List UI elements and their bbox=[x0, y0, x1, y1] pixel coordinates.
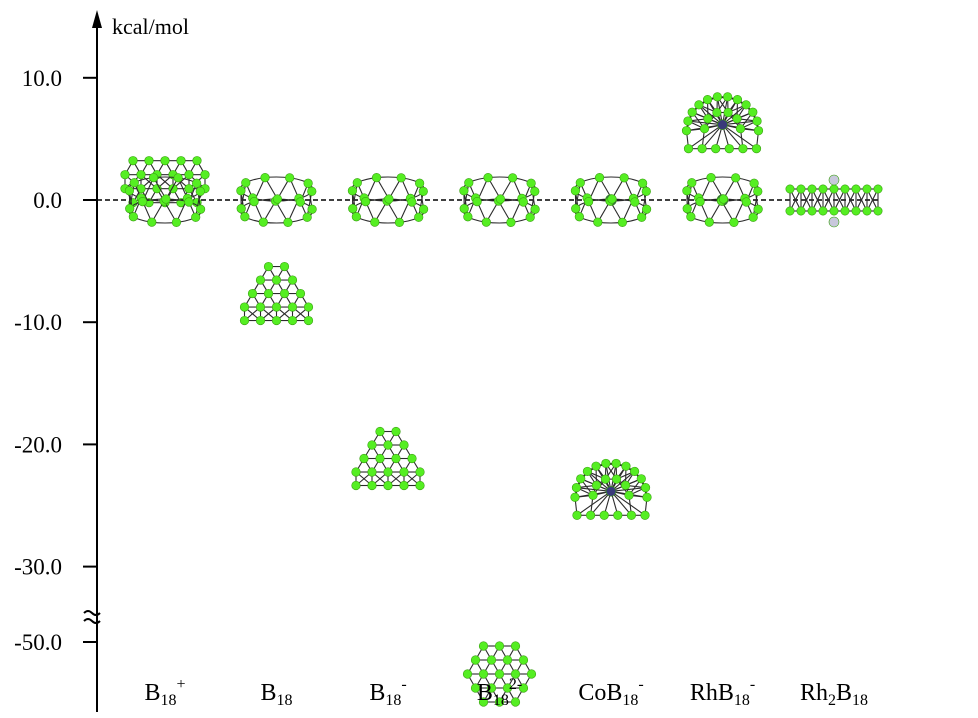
labels-layer: B18+ B18 B18- B182- CoB18- RhB18- Rh2B18 bbox=[144, 676, 868, 709]
category-label: B18- bbox=[369, 676, 406, 709]
data-point-drum bbox=[459, 173, 540, 227]
data-point-drum bbox=[347, 173, 429, 227]
category-label: Rh2B18 bbox=[800, 680, 868, 709]
data-point-planar-disk bbox=[462, 641, 537, 707]
data-point-side-view-dimetal bbox=[785, 174, 883, 228]
axis-layer: kcal/mol 10.0 0.0 -10.0 -20.0 -30.0 -50.0 bbox=[14, 10, 189, 712]
y-tick-label: -20.0 bbox=[14, 432, 62, 457]
data-point-drum-centered bbox=[682, 173, 763, 227]
y-axis-label: kcal/mol bbox=[112, 14, 189, 39]
data-point-planar-triangle bbox=[239, 261, 314, 326]
category-label: B182- bbox=[477, 676, 522, 709]
y-tick-label: 10.0 bbox=[22, 66, 62, 91]
axis-break-icon bbox=[83, 610, 101, 624]
data-point-half-sandwich bbox=[570, 458, 652, 520]
category-label: B18+ bbox=[144, 676, 185, 709]
y-tick-label: 0.0 bbox=[33, 188, 62, 213]
structures-layer bbox=[120, 92, 883, 707]
category-label: CoB18- bbox=[578, 676, 643, 709]
data-point-half-sandwich bbox=[681, 92, 764, 154]
data-point-planar-triangle bbox=[351, 426, 425, 491]
category-label: RhB18- bbox=[690, 676, 755, 709]
y-axis-arrow bbox=[92, 10, 102, 28]
data-point-drum-centered bbox=[570, 173, 652, 227]
y-tick-label: -30.0 bbox=[14, 555, 62, 580]
y-tick-label: -50.0 bbox=[14, 630, 62, 655]
data-point-drum bbox=[236, 173, 317, 227]
y-tick-label: -10.0 bbox=[14, 310, 62, 335]
category-label: B18 bbox=[260, 680, 292, 709]
data-point-drum bbox=[124, 173, 206, 227]
